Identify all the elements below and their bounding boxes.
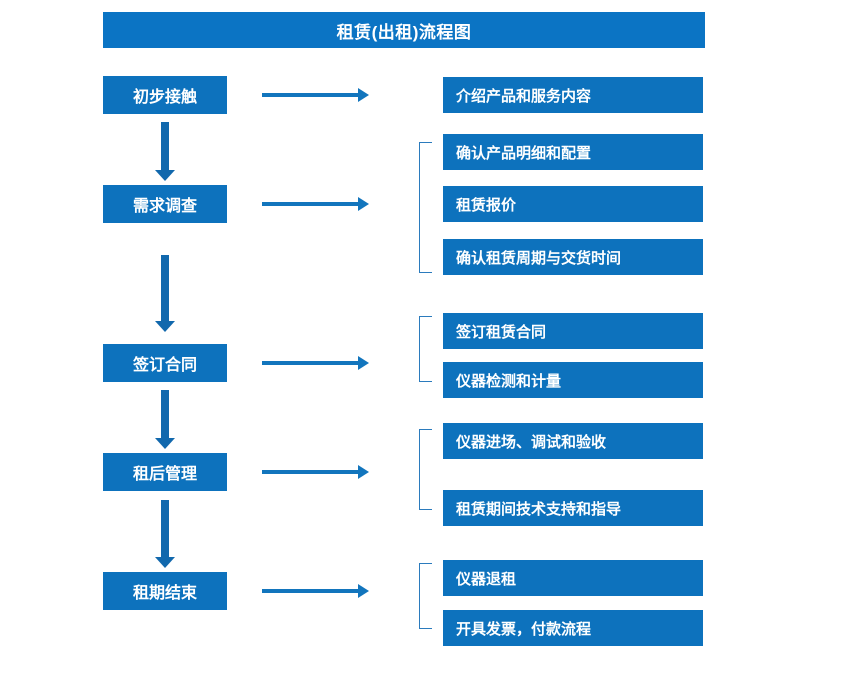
output-node-confirm-product-details[interactable]: 确认产品明细和配置	[443, 134, 703, 170]
output-node-rental-quotation[interactable]: 租赁报价	[443, 186, 703, 222]
output-node-invoice-payment[interactable]: 开具发票，付款流程	[443, 610, 703, 646]
flow-arrow-down-contact-to-survey	[155, 122, 175, 181]
group-bracket-post-rental-management	[419, 429, 432, 510]
page-title: 租赁(出租)流程图	[103, 12, 705, 48]
flow-arrow-right-sign-contract	[262, 356, 369, 370]
stage-node-needs-survey[interactable]: 需求调查	[103, 185, 227, 223]
output-node-introduce-products[interactable]: 介绍产品和服务内容	[443, 77, 703, 113]
stage-node-rental-end[interactable]: 租期结束	[103, 572, 227, 610]
group-bracket-needs-survey	[419, 142, 432, 273]
flow-arrow-right-rental-end	[262, 584, 369, 598]
group-bracket-rental-end	[419, 563, 432, 629]
stage-node-sign-contract[interactable]: 签订合同	[103, 344, 227, 382]
stage-node-initial-contact[interactable]: 初步接触	[103, 76, 227, 114]
stage-node-post-rental-management[interactable]: 租后管理	[103, 453, 227, 491]
output-node-instrument-entry[interactable]: 仪器进场、调试和验收	[443, 423, 703, 459]
flow-arrow-right-needs-survey	[262, 197, 369, 211]
group-bracket-sign-contract	[419, 316, 432, 382]
flow-arrow-down-mgmt-to-end	[155, 500, 175, 568]
output-node-sign-rental-contract[interactable]: 签订租赁合同	[443, 313, 703, 349]
flow-arrow-right-initial-contact	[262, 88, 369, 102]
flow-arrow-right-post-rental-management	[262, 465, 369, 479]
output-node-confirm-period-delivery[interactable]: 确认租赁周期与交货时间	[443, 239, 703, 275]
output-node-instrument-return[interactable]: 仪器退租	[443, 560, 703, 596]
output-node-instrument-inspection[interactable]: 仪器检测和计量	[443, 362, 703, 398]
flow-arrow-down-survey-to-contract	[155, 255, 175, 332]
flow-arrow-down-contract-to-mgmt	[155, 390, 175, 449]
output-node-technical-support[interactable]: 租赁期间技术支持和指导	[443, 490, 703, 526]
